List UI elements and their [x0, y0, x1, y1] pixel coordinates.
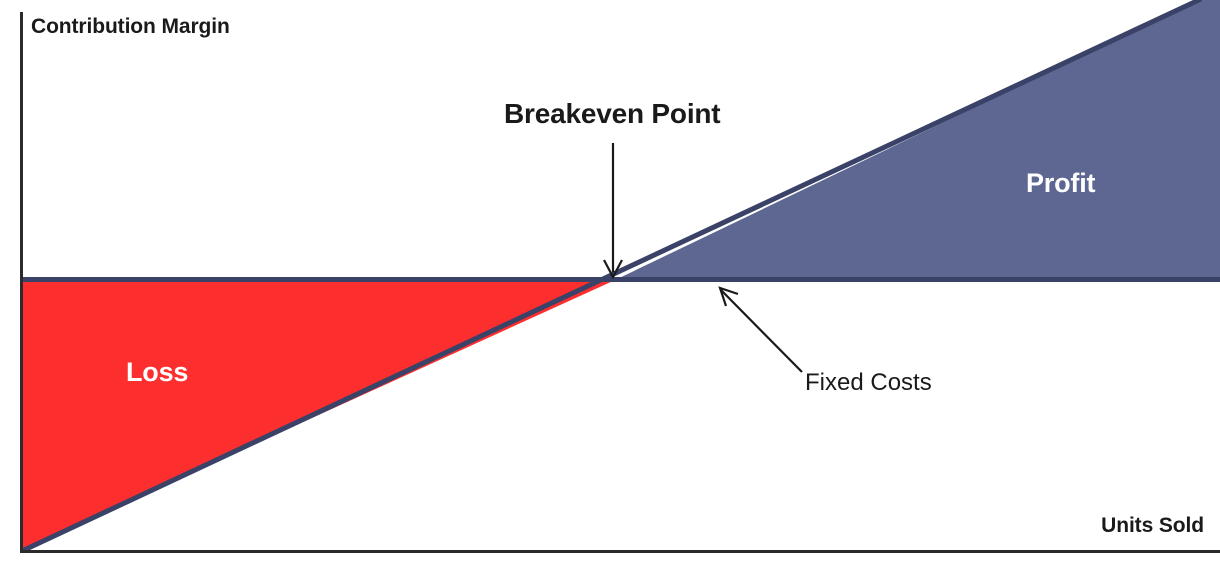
x-axis-label: Units Sold	[1101, 514, 1204, 537]
loss-region-label: Loss	[126, 357, 189, 387]
profit-region	[613, 0, 1220, 281]
fixed-costs-arrow-icon	[718, 286, 803, 373]
y-axis-label: Contribution Margin	[31, 15, 230, 38]
breakeven-point-label: Breakeven Point	[504, 98, 721, 129]
breakeven-arrow-icon	[603, 143, 623, 280]
fixed-costs-label: Fixed Costs	[805, 369, 932, 396]
profit-region-label: Profit	[1026, 168, 1096, 198]
